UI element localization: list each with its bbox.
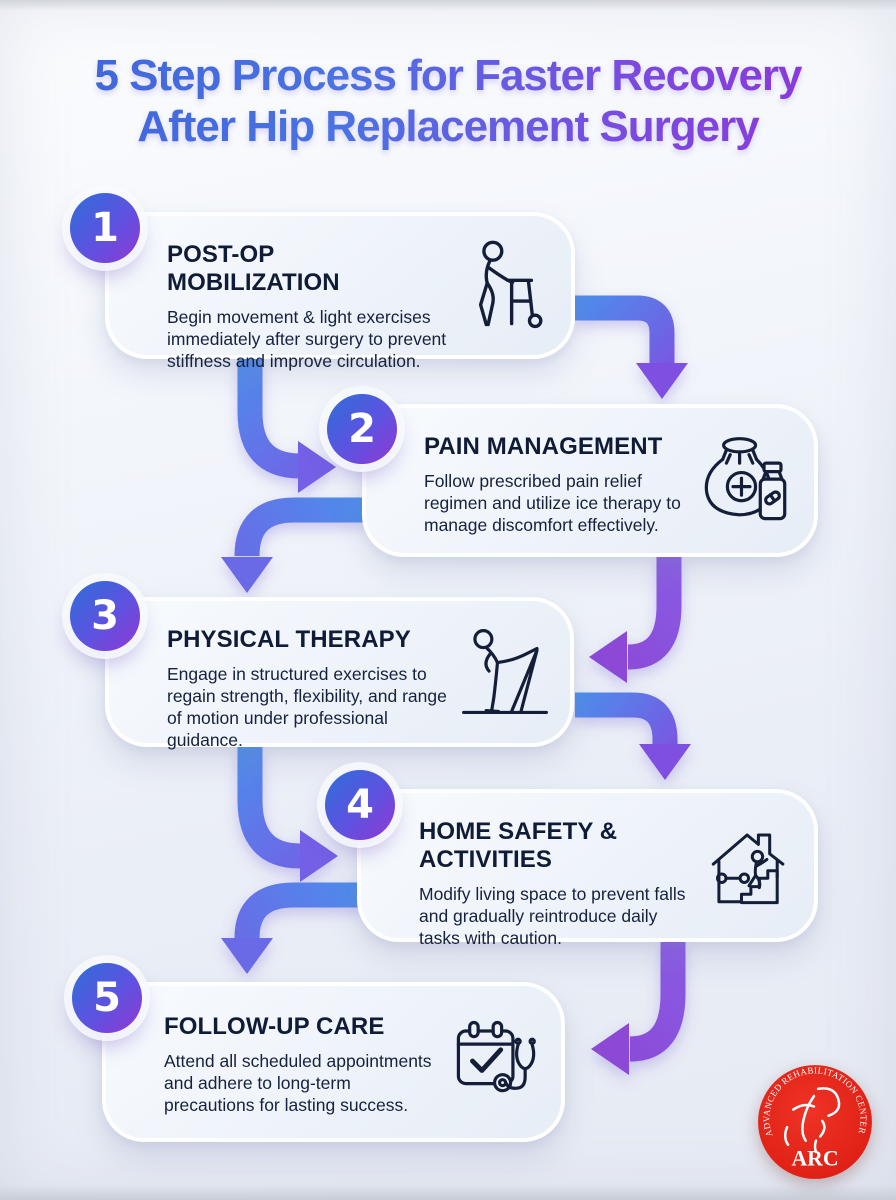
- bottom-edge-shade: [0, 1185, 896, 1200]
- step-5-number: 5: [93, 975, 121, 1021]
- arc-logo: ADVANCED REHABILITATION CENTER ARC: [756, 1063, 874, 1181]
- step-number-badge-2: 2: [327, 394, 397, 464]
- step-4-number: 4: [346, 782, 374, 828]
- step-2-heading: PAIN MANAGEMENT: [424, 433, 663, 460]
- step-5-heading: FOLLOW-UP CARE: [164, 1013, 385, 1040]
- step-number-badge-3: 3: [70, 581, 140, 651]
- logo-figure: [783, 1087, 841, 1154]
- arrow-step3-to-step4-left: [237, 745, 338, 882]
- arrow-step4-to-step5-right: [591, 940, 686, 1075]
- logo-abbreviation: ARC: [791, 1146, 838, 1170]
- step-card-4: HOME SAFETY & ACTIVITIES Modify living s…: [357, 789, 818, 948]
- step-card-5: FOLLOW-UP CARE Attend all scheduled appo…: [102, 982, 565, 1142]
- arrow-step3-to-step4-right: [575, 692, 691, 780]
- arrow-step2-to-step3-right: [589, 556, 682, 683]
- calendar-stethoscope-icon: [449, 1013, 543, 1111]
- step-4-heading: HOME SAFETY & ACTIVITIES: [419, 818, 618, 873]
- ice-pack-medication-icon: [702, 432, 796, 530]
- page-title: 5 Step Process for Faster Recovery After…: [0, 50, 896, 152]
- step-card-1: POST-OP MOBILIZATION Begin movement & li…: [105, 212, 575, 371]
- step-4-description: Modify living space to prevent falls and…: [419, 884, 686, 949]
- step-number-badge-1: 1: [70, 193, 140, 263]
- title-line-1: 5 Step Process for Faster Recovery: [94, 51, 802, 100]
- logo-circle: [758, 1065, 872, 1179]
- step-card-2: PAIN MANAGEMENT Follow prescribed pain r…: [362, 404, 818, 557]
- step-3-description: Engage in structured exercises to regain…: [167, 664, 447, 751]
- exercise-band-icon: [458, 623, 552, 721]
- step-5-description: Attend all scheduled appointments and ad…: [164, 1051, 432, 1116]
- arrow-step1-to-step2-right: [575, 295, 688, 399]
- step-3-heading: PHYSICAL THERAPY: [167, 626, 411, 653]
- step-1-description: Begin movement & light exercises immedia…: [167, 307, 447, 372]
- walker-person-icon: [459, 237, 553, 335]
- step-1-number: 1: [91, 205, 119, 251]
- step-card-3: PHYSICAL THERAPY Engage in structured ex…: [105, 597, 574, 750]
- home-stairs-icon: [702, 817, 796, 915]
- step-3-number: 3: [91, 593, 119, 639]
- arrow-step4-to-step5-left: [221, 882, 366, 974]
- step-2-description: Follow prescribed pain relief regimen an…: [424, 471, 681, 536]
- arrow-step2-to-step3-left: [221, 497, 366, 593]
- arrow-step1-to-step2-left: [237, 356, 336, 493]
- step-number-badge-4: 4: [325, 770, 395, 840]
- step-2-number: 2: [348, 406, 376, 452]
- step-number-badge-5: 5: [72, 963, 142, 1033]
- title-line-2: After Hip Replacement Surgery: [137, 102, 759, 152]
- step-1-heading: POST-OP MOBILIZATION: [167, 241, 340, 296]
- top-edge-shade: [0, 0, 896, 11]
